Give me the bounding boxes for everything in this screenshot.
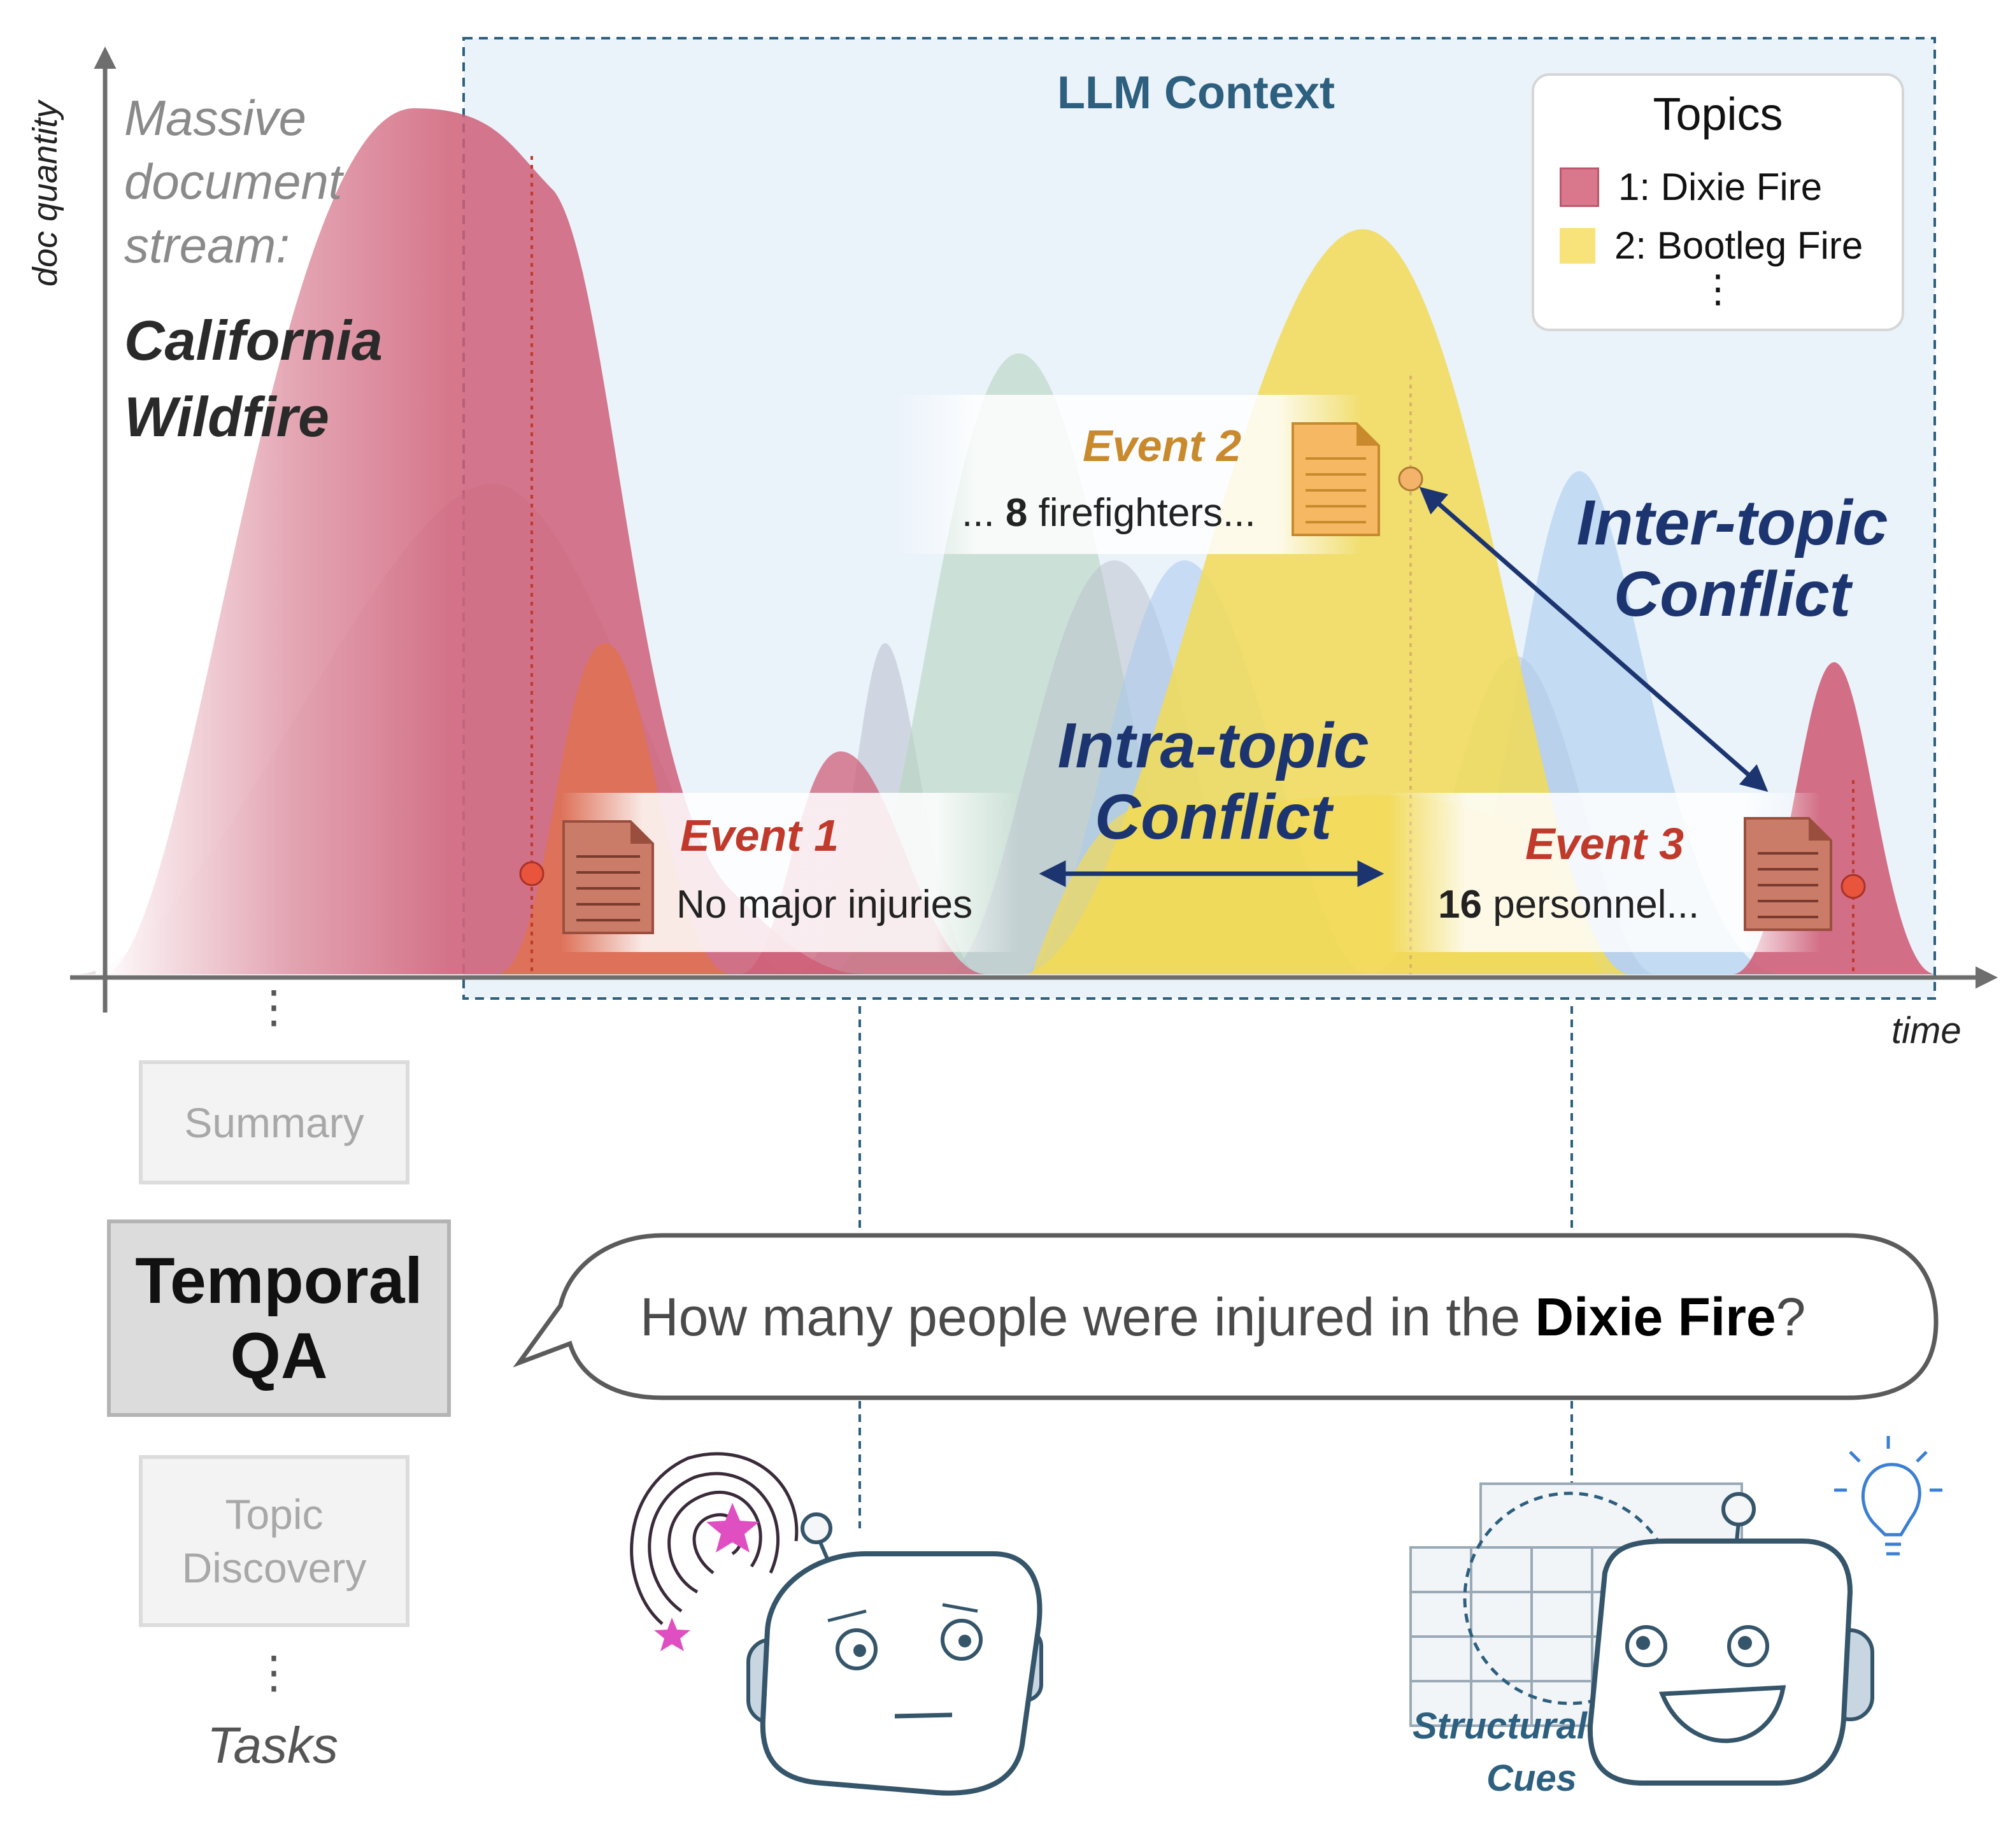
topics-legend: Topics 1: Dixie Fire 2: Bootleg Fire ⋮ bbox=[1532, 73, 1904, 331]
legend-swatch bbox=[1560, 167, 1599, 207]
task-label-line: Discovery bbox=[182, 1544, 367, 1591]
robot-head bbox=[760, 1551, 1043, 1796]
x-axis-label: time bbox=[1891, 1010, 1962, 1051]
conflict-line: Conflict bbox=[1094, 781, 1332, 853]
event1-text: No major injuries bbox=[676, 883, 973, 927]
stream-description: Massive document stream: bbox=[124, 86, 343, 277]
document-icon bbox=[562, 820, 654, 934]
cues-line: Cues bbox=[1486, 1758, 1577, 1799]
star-icon bbox=[706, 1503, 759, 1553]
lightbulb-icon bbox=[1834, 1436, 1942, 1556]
task-temporal-qa[interactable]: Temporal QA bbox=[107, 1219, 451, 1417]
inter-topic-arrow bbox=[1419, 487, 1769, 792]
question-prefix: How many people were injured in the bbox=[640, 1287, 1535, 1347]
happy-robot bbox=[1409, 1436, 1942, 1786]
event2-title: Event 2 bbox=[1083, 421, 1241, 471]
inter-topic-conflict-label: Inter-topic Conflict bbox=[1528, 487, 1936, 630]
intra-topic-conflict-label: Intra-topic Conflict bbox=[1006, 710, 1420, 853]
stream-line: document bbox=[124, 153, 343, 210]
stream-line: stream: bbox=[124, 217, 290, 273]
conflict-line: Inter-topic bbox=[1576, 487, 1888, 558]
question-suffix: ? bbox=[1776, 1287, 1806, 1347]
star-icon bbox=[654, 1617, 690, 1651]
tasks-caption: Tasks bbox=[207, 1717, 339, 1773]
event3-body: personnel... bbox=[1481, 883, 1700, 927]
legend-item-dixie: 1: Dixie Fire bbox=[1560, 165, 1822, 209]
task-label-line: QA bbox=[230, 1319, 328, 1392]
llm-context-label: LLM Context bbox=[1057, 68, 1335, 118]
event1-dot bbox=[519, 861, 545, 886]
event2-prefix: ... bbox=[962, 491, 1006, 535]
legend-label: 1: Dixie Fire bbox=[1618, 166, 1823, 208]
task-topic-discovery[interactable]: Topic Discovery bbox=[139, 1455, 409, 1627]
event3-count: 16 bbox=[1438, 883, 1482, 927]
conflict-line: Intra-topic bbox=[1057, 710, 1369, 781]
event3-text: 16 personnel... bbox=[1438, 882, 1699, 927]
swirl-icon bbox=[630, 1452, 799, 1625]
stream-topic: California Wildfire bbox=[124, 302, 383, 455]
legend-title: Topics bbox=[1653, 89, 1783, 140]
confused-robot bbox=[630, 1452, 1043, 1796]
robot-head bbox=[1587, 1539, 1853, 1786]
stream-line: Massive bbox=[124, 90, 307, 146]
task-summary[interactable]: Summary bbox=[139, 1060, 409, 1184]
event2-bg bbox=[892, 395, 1363, 554]
event2-body: firefighters... bbox=[1027, 491, 1256, 535]
document-icon bbox=[1744, 817, 1832, 931]
legend-more: ⋮ bbox=[1698, 267, 1737, 310]
event3-title: Event 3 bbox=[1525, 819, 1684, 869]
event2-dot bbox=[1398, 466, 1423, 492]
robot-mouth bbox=[894, 1712, 953, 1719]
robot-mouth bbox=[1658, 1685, 1786, 1744]
legend-swatch bbox=[1560, 227, 1595, 264]
tasks-dots-bottom: ⋮ bbox=[252, 1647, 296, 1697]
document-icon bbox=[1292, 422, 1380, 536]
stream-topic-line: California bbox=[124, 309, 383, 372]
legend-label: 2: Bootleg Fire bbox=[1614, 224, 1863, 267]
question-topic: Dixie Fire bbox=[1535, 1287, 1776, 1347]
task-label-line: Temporal bbox=[135, 1244, 423, 1317]
event2-count: 8 bbox=[1005, 491, 1028, 535]
tasks-dots-top: ⋮ bbox=[252, 982, 296, 1032]
cues-line: Structural bbox=[1413, 1705, 1587, 1747]
question-text: How many people were injured in the Dixi… bbox=[640, 1286, 1805, 1348]
event1-title: Event 1 bbox=[680, 811, 839, 860]
structural-cues-label: Structural Cues bbox=[1407, 1700, 1592, 1805]
stream-topic-line: Wildfire bbox=[124, 385, 329, 448]
event3-dot bbox=[1841, 874, 1866, 899]
fade-overlay bbox=[96, 96, 452, 977]
task-label-line: Topic bbox=[225, 1491, 324, 1538]
y-axis-label: doc quantity bbox=[26, 101, 64, 287]
conflict-line: Conflict bbox=[1613, 558, 1851, 630]
question-bubble bbox=[513, 1233, 1939, 1400]
legend-item-bootleg: 2: Bootleg Fire bbox=[1560, 224, 1863, 267]
event2-text: ... 8 firefighters... bbox=[962, 490, 1256, 536]
